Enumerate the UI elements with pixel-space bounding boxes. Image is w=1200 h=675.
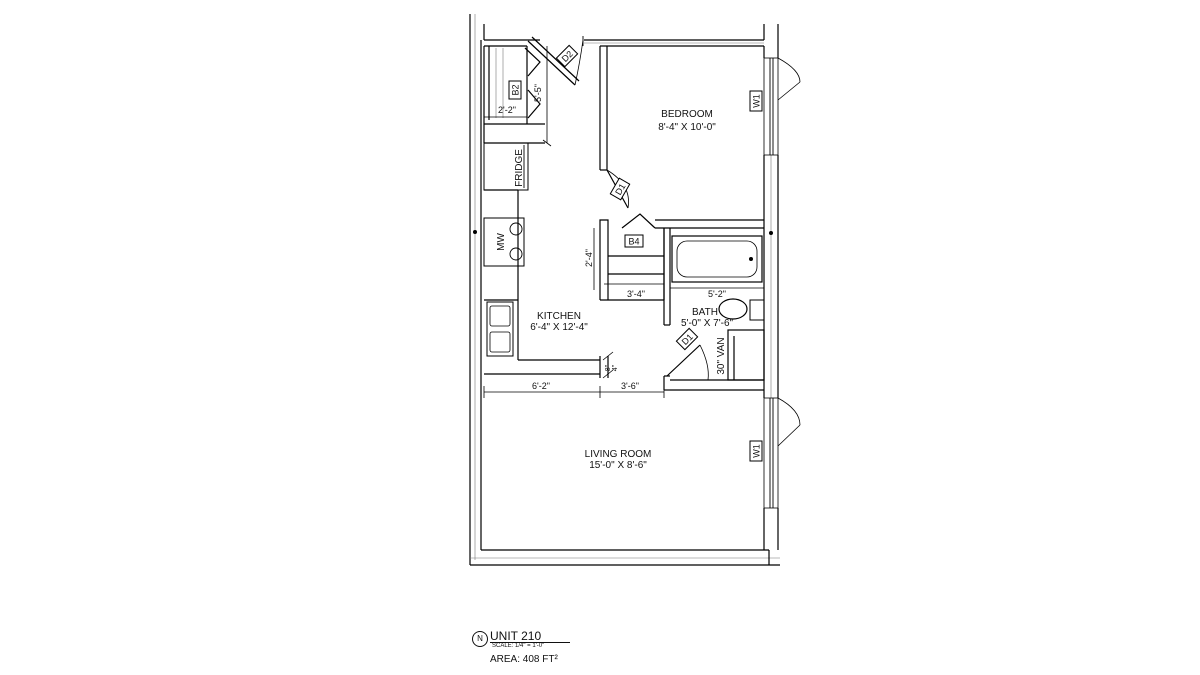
kitchen-size: 6'-4" X 12'-4" <box>530 322 588 333</box>
wall-dim-tick-a <box>602 351 614 361</box>
linen-closet <box>593 213 665 301</box>
tag-w1-bedroom-text: W1 <box>752 94 762 108</box>
sink-basin-1 <box>489 305 511 327</box>
living-room-size: 15'-0" X 8'-6" <box>589 460 647 471</box>
bathtub <box>671 235 763 283</box>
living-window-swing <box>777 397 801 426</box>
bathroom <box>663 228 765 391</box>
wall-thickness-dim-b: 4" <box>612 364 619 371</box>
burner-2 <box>509 247 523 261</box>
hall-width-dim: 3'-6" <box>621 381 639 391</box>
tub-drain <box>749 257 753 261</box>
tub-length-dim-label: 5'-2" <box>708 289 726 299</box>
tag-w1-bedroom: W1 <box>749 90 763 112</box>
toilet-tank <box>749 299 765 321</box>
tag-b4-text: B4 <box>628 237 639 247</box>
closet-depth-tick <box>542 139 552 147</box>
entry-door <box>527 36 584 86</box>
tag-w1-living-text: W1 <box>752 444 762 458</box>
sink-basin-2 <box>489 331 511 353</box>
bedroom-window <box>763 57 801 156</box>
bath-name: BATH <box>692 307 718 318</box>
living-room-name: LIVING ROOM <box>585 449 652 460</box>
unit-title: UNIT 210 <box>490 629 542 643</box>
entry-door-leaf-b <box>531 36 580 82</box>
linen-jamb-a <box>599 219 609 228</box>
living-window-frame <box>763 397 779 509</box>
bedroom-walls <box>599 46 764 229</box>
kitchen-counters <box>483 142 614 379</box>
bedroom-window-frame <box>763 57 779 156</box>
area-text: AREA: 408 FT² <box>490 654 558 665</box>
tag-d2: D2 <box>555 44 579 68</box>
closet-bifold-a <box>524 47 541 77</box>
living-window-sash <box>777 424 801 447</box>
bath-door-swing <box>699 344 709 381</box>
linen-bifold <box>621 213 656 229</box>
toilet-bowl <box>718 298 748 320</box>
tag-b4: B4 <box>624 234 644 248</box>
bedroom-name: BEDROOM <box>661 109 713 120</box>
living-window <box>763 397 801 509</box>
bedroom-window-swing <box>777 57 801 83</box>
title-block: N UNIT 210 SCALE: 1/4" = 1'-0" AREA: 408… <box>470 627 610 671</box>
bedroom-window-sash <box>777 81 801 101</box>
entry-door-swing <box>574 39 584 86</box>
tag-d1-bedroom: D1 <box>609 177 631 201</box>
title-underline <box>490 642 570 643</box>
wall-marker <box>473 230 477 234</box>
tag-w1-living: W1 <box>749 440 763 462</box>
tag-b2-text: B2 <box>511 84 521 95</box>
north-arrow-icon: N <box>472 631 488 647</box>
scale-text: SCALE: 1/4" = 1'-0" <box>492 643 545 649</box>
kitchen-name: KITCHEN <box>537 311 581 322</box>
closet-bifold-b <box>527 89 541 119</box>
burner-1 <box>509 222 523 236</box>
bath-door-leaf <box>666 344 701 377</box>
linen-depth-dim-label: 2'-4" <box>584 249 594 267</box>
wall-thickness-dim: 8" <box>605 364 612 371</box>
entry-door-leaf <box>527 40 576 86</box>
tag-b2: B2 <box>508 80 522 100</box>
linen-width-dim-label: 3'-4" <box>627 289 645 299</box>
range <box>483 217 525 267</box>
closet-depth-dim: 5'-5" <box>533 84 543 102</box>
kitchen-dimension <box>483 386 665 398</box>
wall-dim-tick-b <box>602 369 614 379</box>
exterior-walls <box>469 14 780 566</box>
sink <box>486 301 514 357</box>
bedroom-size: 8'-4" X 10'-0" <box>658 122 716 133</box>
tag-d1-bedroom-text: D1 <box>613 182 627 197</box>
microwave-label: MW <box>496 233 507 251</box>
east-wall-marker <box>769 231 773 235</box>
tag-d1-bath: D1 <box>675 327 699 351</box>
closet-width-dim: 2'-2" <box>498 105 516 115</box>
bathtub-basin <box>676 240 758 278</box>
fridge-label: FRIDGE <box>514 149 525 187</box>
bath-size: 5'-0" X 7'-6" <box>681 318 734 329</box>
counter-width-dim: 6'-2" <box>532 381 550 391</box>
vanity-label: 30" VAN <box>716 337 727 374</box>
